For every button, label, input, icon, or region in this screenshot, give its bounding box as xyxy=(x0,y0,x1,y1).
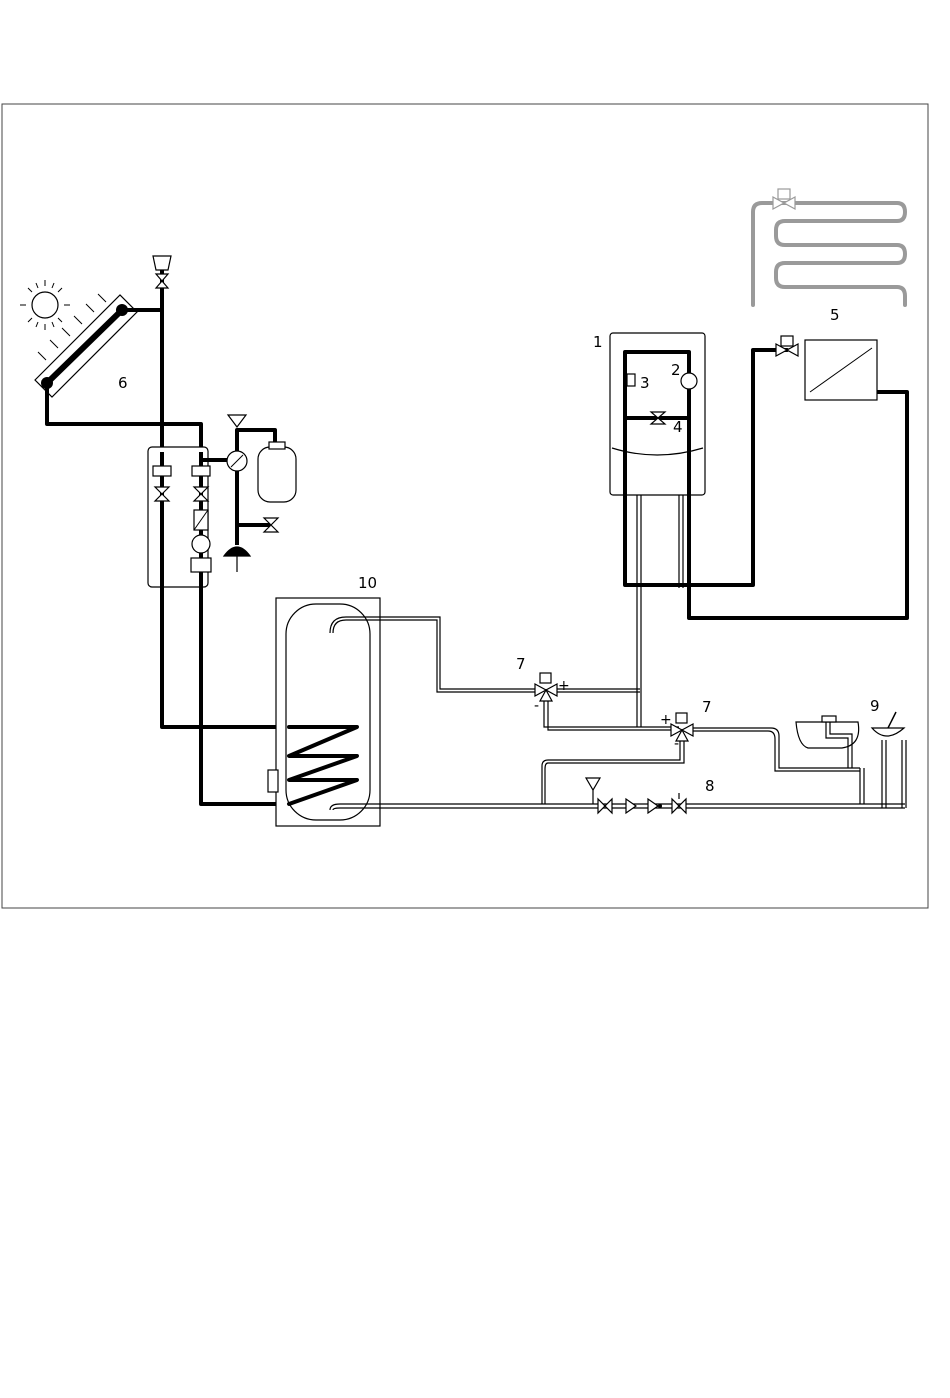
label-pump: 2 xyxy=(671,361,681,379)
pressure-gauge-icon xyxy=(227,451,247,471)
valve-bottom-minus-sign: - xyxy=(674,736,679,752)
label-bypass-valve: 4 xyxy=(673,418,683,436)
solar-station xyxy=(148,447,211,587)
sun-icon xyxy=(20,280,70,330)
label-boiler: 1 xyxy=(593,333,603,351)
boiler xyxy=(610,333,705,495)
storage-tank xyxy=(268,598,380,826)
bath-and-sink xyxy=(796,712,906,808)
valve-top-plus-sign: + xyxy=(558,678,570,694)
label-taps: 9 xyxy=(870,697,880,715)
label-radiator: 5 xyxy=(830,306,840,324)
collector-return-pipe xyxy=(47,383,201,452)
expansion-vessel-icon xyxy=(258,442,296,502)
label-cold-water-group: 8 xyxy=(705,777,715,795)
valve-bottom-plus-sign: + xyxy=(660,712,672,728)
three-way-valve-icon xyxy=(535,673,557,701)
radiator xyxy=(776,336,877,400)
diagram-frame xyxy=(2,104,928,908)
label-mixing-valve-bottom: 7 xyxy=(702,698,712,716)
label-controller: 3 xyxy=(640,374,650,392)
pump-icon xyxy=(192,535,210,553)
label-solar-station: 6 xyxy=(118,374,128,392)
label-mixing-valve-top: 7 xyxy=(516,655,526,673)
floor-heating-coil-icon xyxy=(753,189,905,305)
valve-top-minus-sign: - xyxy=(534,698,539,714)
label-storage-tank: 10 xyxy=(358,574,377,592)
